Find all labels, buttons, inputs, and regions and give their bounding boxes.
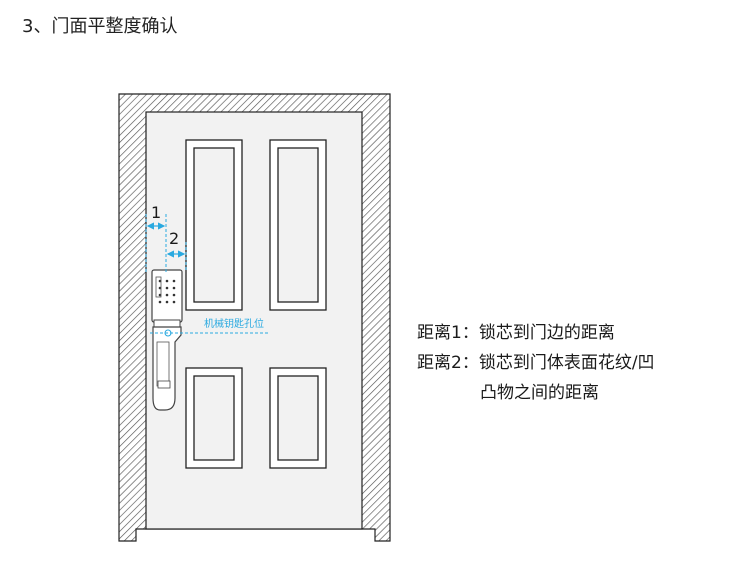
dimension-1-label: 1 bbox=[151, 203, 161, 222]
legend-distance-1: 距离1：锁芯到门边的距离 bbox=[417, 323, 615, 343]
legend: 距离1：锁芯到门边的距离 距离2：锁芯到门体表面花纹/凹 凸物之间的距离 bbox=[417, 318, 655, 408]
keyhole-label: 机械钥匙孔位 bbox=[204, 317, 264, 330]
page-title: 3、门面平整度确认 bbox=[22, 16, 178, 37]
legend-distance-2: 距离2：锁芯到门体表面花纹/凹 bbox=[417, 353, 655, 373]
panel-upper-right bbox=[269, 139, 327, 311]
panel-lower-left bbox=[185, 367, 243, 469]
legend-distance-2-continued: 凸物之间的距离 bbox=[480, 383, 599, 403]
dimension-2-label: 2 bbox=[169, 229, 179, 248]
lock-handle bbox=[152, 326, 182, 411]
panel-lower-right bbox=[269, 367, 327, 469]
panel-upper-left bbox=[185, 139, 243, 311]
smart-lock bbox=[151, 269, 183, 411]
